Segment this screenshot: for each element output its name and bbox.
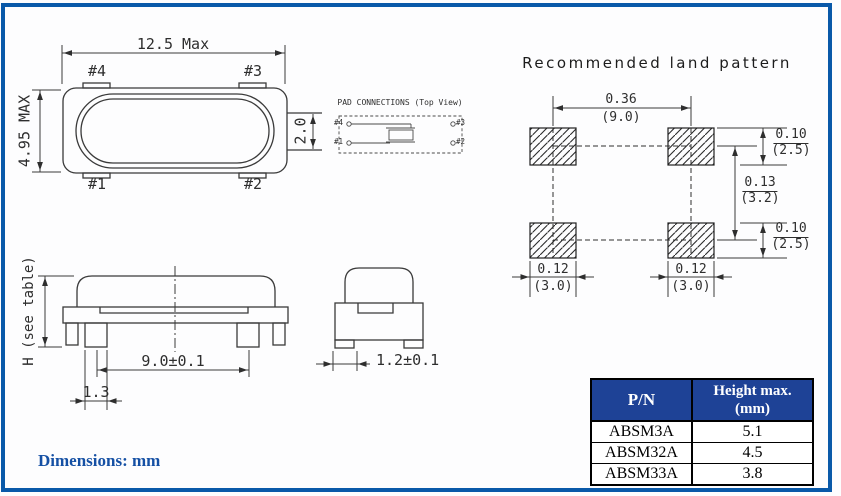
land-pattern-title: Recommended land pattern (522, 54, 792, 72)
land-pattern-pad-width-left-mm: (3.0) (533, 279, 573, 294)
side-view-leg-dimension: 1.3 (82, 383, 110, 401)
part-number-cell: ABSM3A (592, 422, 693, 442)
pad-connections-pin4-label: #4 (334, 118, 344, 127)
land-pattern-pad-width-right-inch: 0.12 (675, 262, 707, 277)
package-end-view (334, 267, 424, 349)
pad-connections-pin2-label: #2 (456, 137, 466, 146)
dimensions-unit-note: Dimensions: mm (38, 451, 161, 470)
pad-height-bottom-mm: (2.5) (771, 237, 811, 252)
spec-table-header-height-line2: (mm) (735, 401, 770, 417)
part-number-cell: ABSM32A (592, 443, 693, 463)
dimension-lines (32, 45, 787, 410)
land-pattern-pads (529, 127, 715, 259)
land-pattern-pad-height-top: 0.10 (2.5) (771, 128, 810, 158)
top-view-pad-dimension: 2.0 (291, 117, 310, 145)
land-pattern-centerlines (552, 128, 692, 258)
pad-height-top-mm: (2.5) (771, 143, 811, 158)
land-pattern-pitch-y: 0.13 (3.2) (740, 176, 779, 206)
package-side-view (62, 266, 289, 352)
spec-table-header-row: P/N Height max. (mm) (592, 380, 812, 422)
side-view-height-dimension: H (see table) (21, 256, 37, 366)
top-view-height-dimension: 4.95 MAX (15, 94, 34, 168)
spec-table-header-pn: P/N (592, 380, 693, 420)
table-row: ABSM3A 5.1 (592, 422, 812, 443)
package-top-view (62, 82, 322, 179)
pad-connections-pin1-label: #1 (334, 137, 344, 146)
land-pattern-pad-height-bottom: 0.10 (2.5) (771, 222, 810, 252)
land-pattern-pitch-x-mm: (9.0) (601, 110, 641, 125)
land-pattern-pad-width-left-inch: 0.12 (537, 262, 569, 277)
pad-connections-schematic (338, 115, 463, 154)
top-view-width-dimension: 12.5 Max (136, 35, 210, 53)
top-view-pin3-label: #3 (243, 62, 263, 80)
pad-height-top-inch: 0.10 (773, 127, 809, 144)
height-value-cell: 5.1 (742, 423, 763, 440)
top-view-pin1-label: #1 (87, 175, 107, 193)
pad-connections-pin3-label: #3 (456, 118, 466, 127)
top-view-pin2-label: #2 (243, 175, 263, 193)
pitch-y-inch: 0.13 (742, 175, 778, 192)
pad-connections-title: PAD CONNECTIONS (Top View) (337, 98, 463, 107)
height-spec-table: P/N Height max. (mm) ABSM3A 5.1 ABSM32A … (590, 378, 814, 486)
pitch-y-mm: (3.2) (740, 191, 780, 206)
land-pattern-pitch-x-inch: 0.36 (605, 92, 637, 107)
top-view-pin4-label: #4 (87, 62, 107, 80)
end-view-width-dimension: 1.2±0.1 (376, 351, 440, 369)
spec-table-header-height: Height max. (mm) (693, 380, 812, 420)
table-row: ABSM32A 4.5 (592, 443, 812, 464)
pad-height-bottom-inch: 0.10 (773, 221, 809, 238)
page-border-frame (1, 3, 832, 492)
side-view-span-dimension: 9.0±0.1 (141, 352, 205, 370)
height-value-cell: 3.8 (742, 465, 763, 482)
spec-table-header-height-line1: Height max. (713, 383, 792, 399)
height-value-cell: 4.5 (742, 444, 763, 461)
part-number-cell: ABSM33A (592, 464, 693, 484)
table-row: ABSM33A 3.8 (592, 464, 812, 484)
land-pattern-pad-width-right-mm: (3.0) (671, 279, 711, 294)
